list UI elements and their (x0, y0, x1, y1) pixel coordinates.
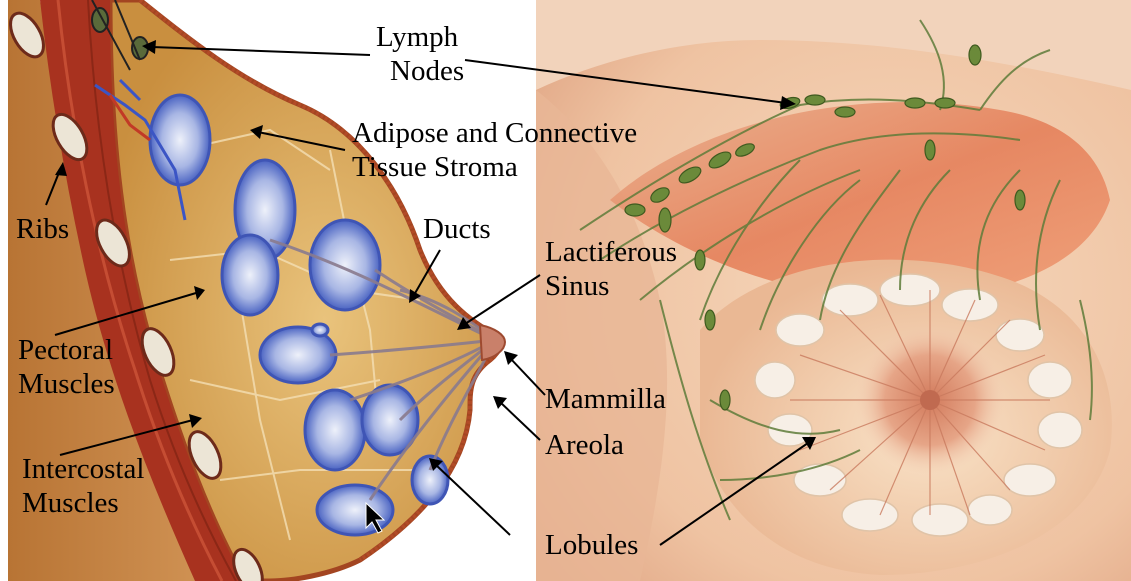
label-mammilla: Mammilla (545, 382, 666, 416)
lobule (305, 390, 365, 470)
label-pectoral-muscles: Pectoral Muscles (18, 333, 115, 401)
lobule (412, 456, 448, 504)
label-lobules: Lobules (545, 528, 638, 562)
lymph-node (805, 95, 825, 105)
label-lactiferous-sinus: Lactiferous Sinus (545, 235, 677, 303)
lymph-node (935, 98, 955, 108)
label-ribs: Ribs (16, 212, 69, 246)
lymph-node (705, 310, 715, 330)
lymph-node (905, 98, 925, 108)
lobule (312, 324, 328, 336)
lobule (310, 220, 380, 310)
leader-lobules-left (436, 465, 510, 535)
lymph-node (720, 390, 730, 410)
lymph-node (695, 250, 705, 270)
lobule (150, 95, 210, 185)
label-adipose-stroma: Adipose and Connective Tissue Stroma (352, 116, 637, 184)
nipple-front (920, 390, 940, 410)
lymph-node (1015, 190, 1025, 210)
label-lymph-nodes: Lymph Nodes (376, 20, 464, 88)
lobule (317, 485, 393, 535)
label-areola: Areola (545, 428, 624, 462)
lymph-node (659, 208, 671, 232)
lymph-node (835, 107, 855, 117)
lymph-node (969, 45, 981, 65)
lobule (222, 235, 278, 315)
label-ducts: Ducts (423, 212, 491, 246)
lymph-node (625, 204, 645, 216)
nipple (480, 325, 505, 360)
lymph-node (925, 140, 935, 160)
label-intercostal-muscles: Intercostal Muscles (22, 452, 144, 520)
